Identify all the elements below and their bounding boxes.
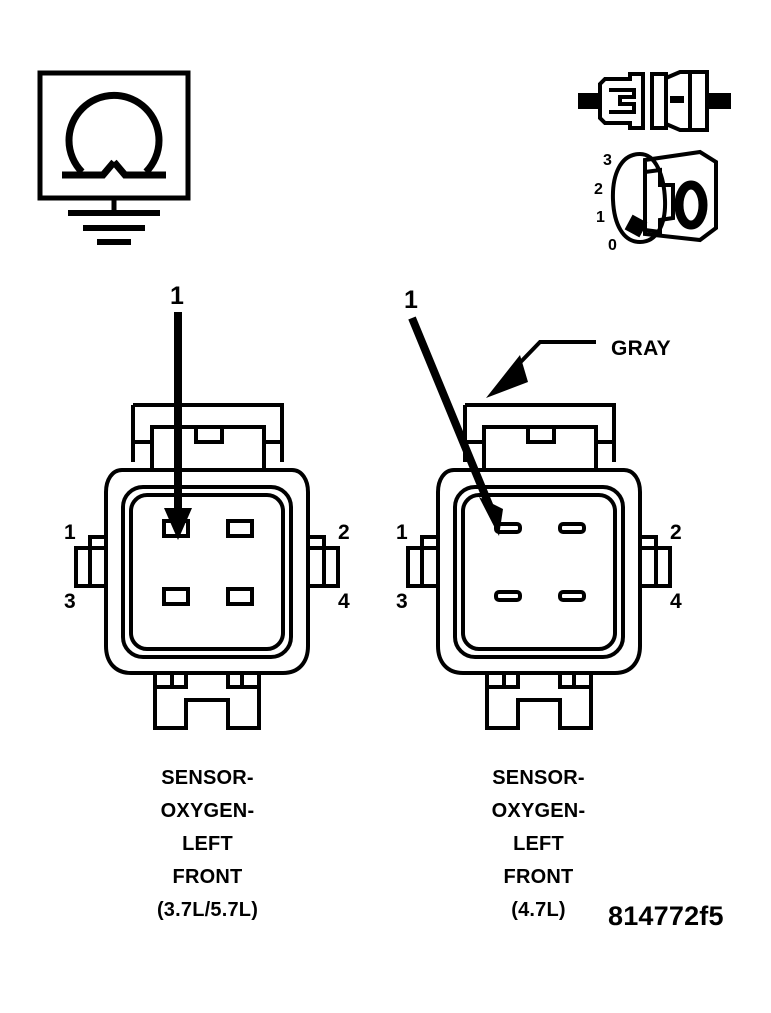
gauge-scale-3: 3 [603,152,612,169]
callout-arrow-right [408,316,503,536]
caption-right-line-2: OXYGEN- [491,800,586,822]
terminal-cavity-4 [558,590,586,602]
pin-label-left-3: 3 [64,590,76,613]
pin-label-right-1: 1 [396,521,408,544]
callout-number-right: 1 [404,286,418,314]
caption-right-line-4: FRONT [503,866,574,888]
gauge-scale-0: 0 [608,237,617,254]
pin-label-right-3: 3 [396,590,408,613]
terminal-cavity-3 [162,587,190,606]
ohmmeter-icon [37,70,191,201]
figure-id-label: 814772f5 [608,901,724,931]
caption-right: SENSOR- OXYGEN- LEFT FRONT (4.7L) [436,768,641,933]
terminal-cavity-2 [226,519,254,538]
terminal-pin-gauge-icon [610,149,718,245]
terminal-cavity-2 [558,522,586,534]
pin-label-left-2: 2 [338,521,350,544]
pin-label-left-1: 1 [64,521,76,544]
callout-number-left: 1 [170,282,184,310]
connector-right-body [406,403,672,730]
callout-arrow-left [164,312,192,540]
connector-left-body [74,403,340,730]
caption-left: SENSOR- OXYGEN- LEFT FRONT (3.7L/5.7L) [105,768,310,933]
pin-label-right-2: 2 [670,521,682,544]
caption-left-line-3: LEFT [182,833,233,855]
caption-right-line-3: LEFT [513,833,564,855]
caption-left-engine: (3.7L/5.7L) [156,899,259,921]
connector-right-terminals [494,522,586,602]
caption-right-line-1: SENSOR- [492,767,585,789]
terminal-cavity-3 [494,590,522,602]
pin-label-left-4: 4 [338,590,350,613]
test-probe-connector-icon [578,70,731,132]
pin-label-right-4: 4 [670,590,682,613]
terminal-cavity-4 [226,587,254,606]
caption-left-line-4: FRONT [172,866,243,888]
caption-left-line-1: SENSOR- [161,767,254,789]
wire-color-leader-line [486,340,596,398]
gauge-scale-1: 1 [596,209,605,226]
wire-color-label-gray: GRAY [611,337,671,360]
ground-symbol-icon [68,198,160,245]
caption-right-engine: (4.7L) [511,899,566,921]
gauge-scale-2: 2 [594,181,603,198]
caption-left-line-2: OXYGEN- [160,800,255,822]
